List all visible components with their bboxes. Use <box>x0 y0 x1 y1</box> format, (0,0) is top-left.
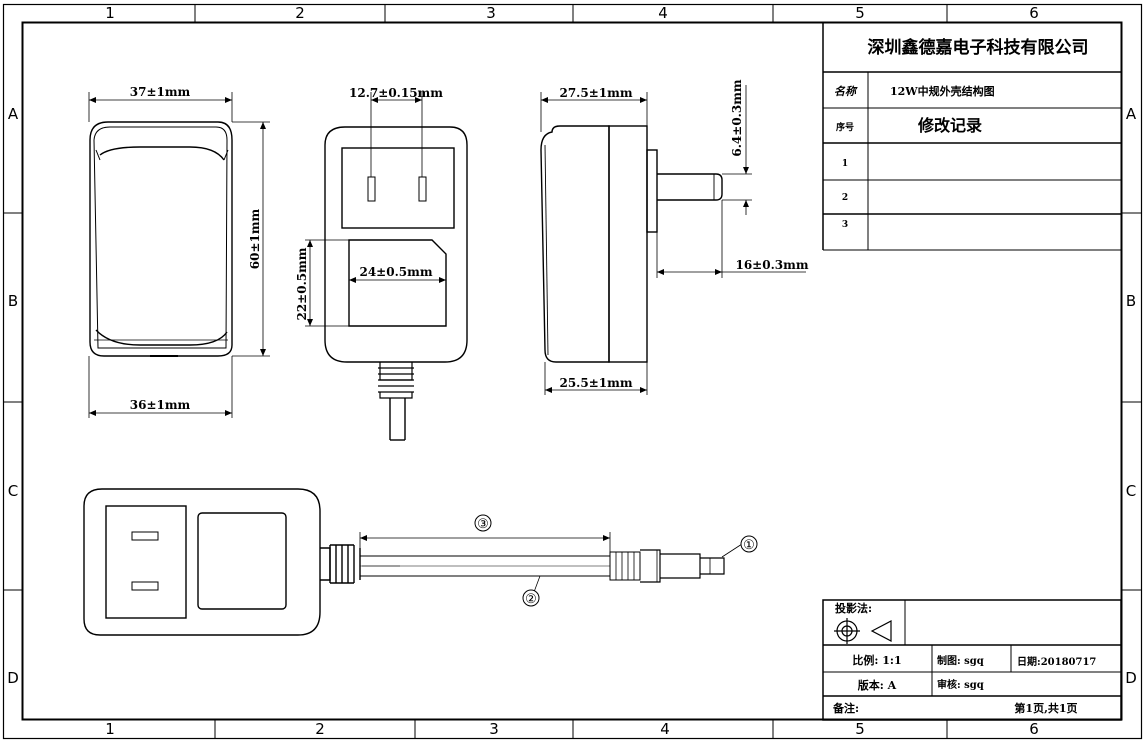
title-block-top <box>822 22 1121 251</box>
cable-view-dimensions <box>359 532 743 593</box>
row-label-right-b: B <box>1126 292 1136 310</box>
scale: 比例: 1:1 <box>852 653 901 667</box>
revision-row-2: 2 <box>842 193 848 203</box>
company-name: 深圳鑫德嘉电子科技有限公司 <box>868 37 1089 58</box>
dim-pin-length: 16±0.3mm <box>735 258 808 272</box>
cable-view <box>83 488 725 636</box>
revision-label: 修改记录 <box>917 116 982 135</box>
revision-row-3: 3 <box>842 220 848 230</box>
seq-label: 序号 <box>836 121 854 133</box>
side-view <box>540 125 723 363</box>
dim-label-width: 24±0.5mm <box>359 265 432 279</box>
projection-symbol-icon <box>834 618 892 644</box>
col-label-bottom-1: 1 <box>105 720 115 738</box>
row-label-left-d: D <box>7 669 19 687</box>
page-number: 第1页,共1页 <box>1014 701 1077 715</box>
drawing-date: 日期:20180717 <box>1017 655 1096 668</box>
dim-side-depth-bottom: 25.5±1mm <box>559 376 632 390</box>
back-view <box>324 126 468 441</box>
front-view-dimensions <box>88 92 270 418</box>
col-label-top-5: 5 <box>855 4 865 22</box>
version: 版本: A <box>858 678 897 692</box>
col-label-bottom-5: 5 <box>855 720 865 738</box>
remarks-label: 备注: <box>832 701 859 715</box>
drawing-name: 12W中规外壳结构图 <box>890 84 995 98</box>
col-label-top-4: 4 <box>658 4 668 22</box>
row-label-right-d: D <box>1125 669 1137 687</box>
callout-2: ② <box>525 592 537 607</box>
col-label-top-2: 2 <box>295 4 305 22</box>
dim-pin-diameter: 6.4±0.3mm <box>730 79 744 157</box>
col-label-bottom-3: 3 <box>489 720 499 738</box>
revision-row-1: 1 <box>842 159 848 169</box>
callout-2-circle <box>522 589 540 607</box>
title-block-bottom <box>822 599 1122 721</box>
grid-column-labels: 1 2 3 4 5 6 1 2 3 4 5 6 <box>105 4 1039 738</box>
callout-3-circle <box>474 514 492 532</box>
col-label-bottom-4: 4 <box>660 720 670 738</box>
projection-label: 投影法: <box>835 601 872 615</box>
row-label-right-c: C <box>1126 482 1136 500</box>
front-view <box>89 121 233 357</box>
grid-row-labels: A B C D A B C D <box>7 105 1137 687</box>
callout-marks <box>474 514 758 607</box>
row-label-left-b: B <box>8 292 18 310</box>
callout-3: ③ <box>477 517 489 532</box>
sheet-frame <box>2 3 1143 740</box>
col-label-top-1: 1 <box>105 4 115 22</box>
dim-pin-spacing: 12.7±0.15mm <box>349 86 443 100</box>
dim-front-height: 60±1mm <box>248 208 262 269</box>
callout-1-circle <box>740 535 758 553</box>
dim-front-width-top: 37±1mm <box>130 85 191 99</box>
row-label-right-a: A <box>1126 105 1137 123</box>
col-label-top-3: 3 <box>486 4 496 22</box>
col-label-bottom-6: 6 <box>1029 720 1039 738</box>
row-label-left-a: A <box>8 105 19 123</box>
row-label-left-c: C <box>8 482 18 500</box>
col-label-top-6: 6 <box>1029 4 1039 22</box>
back-view-dimensions <box>305 92 446 327</box>
side-view-dimensions <box>540 85 806 395</box>
checked-by: 审核: sgq <box>937 678 984 691</box>
dim-label-height: 22±0.5mm <box>295 247 309 320</box>
col-label-bottom-2: 2 <box>315 720 325 738</box>
drawn-by: 制图: sgq <box>937 654 984 667</box>
name-label: 名称 <box>834 85 858 98</box>
callout-1: ① <box>743 538 755 553</box>
dim-front-width-bottom: 36±1mm <box>130 398 191 412</box>
dim-side-depth-top: 27.5±1mm <box>559 86 632 100</box>
